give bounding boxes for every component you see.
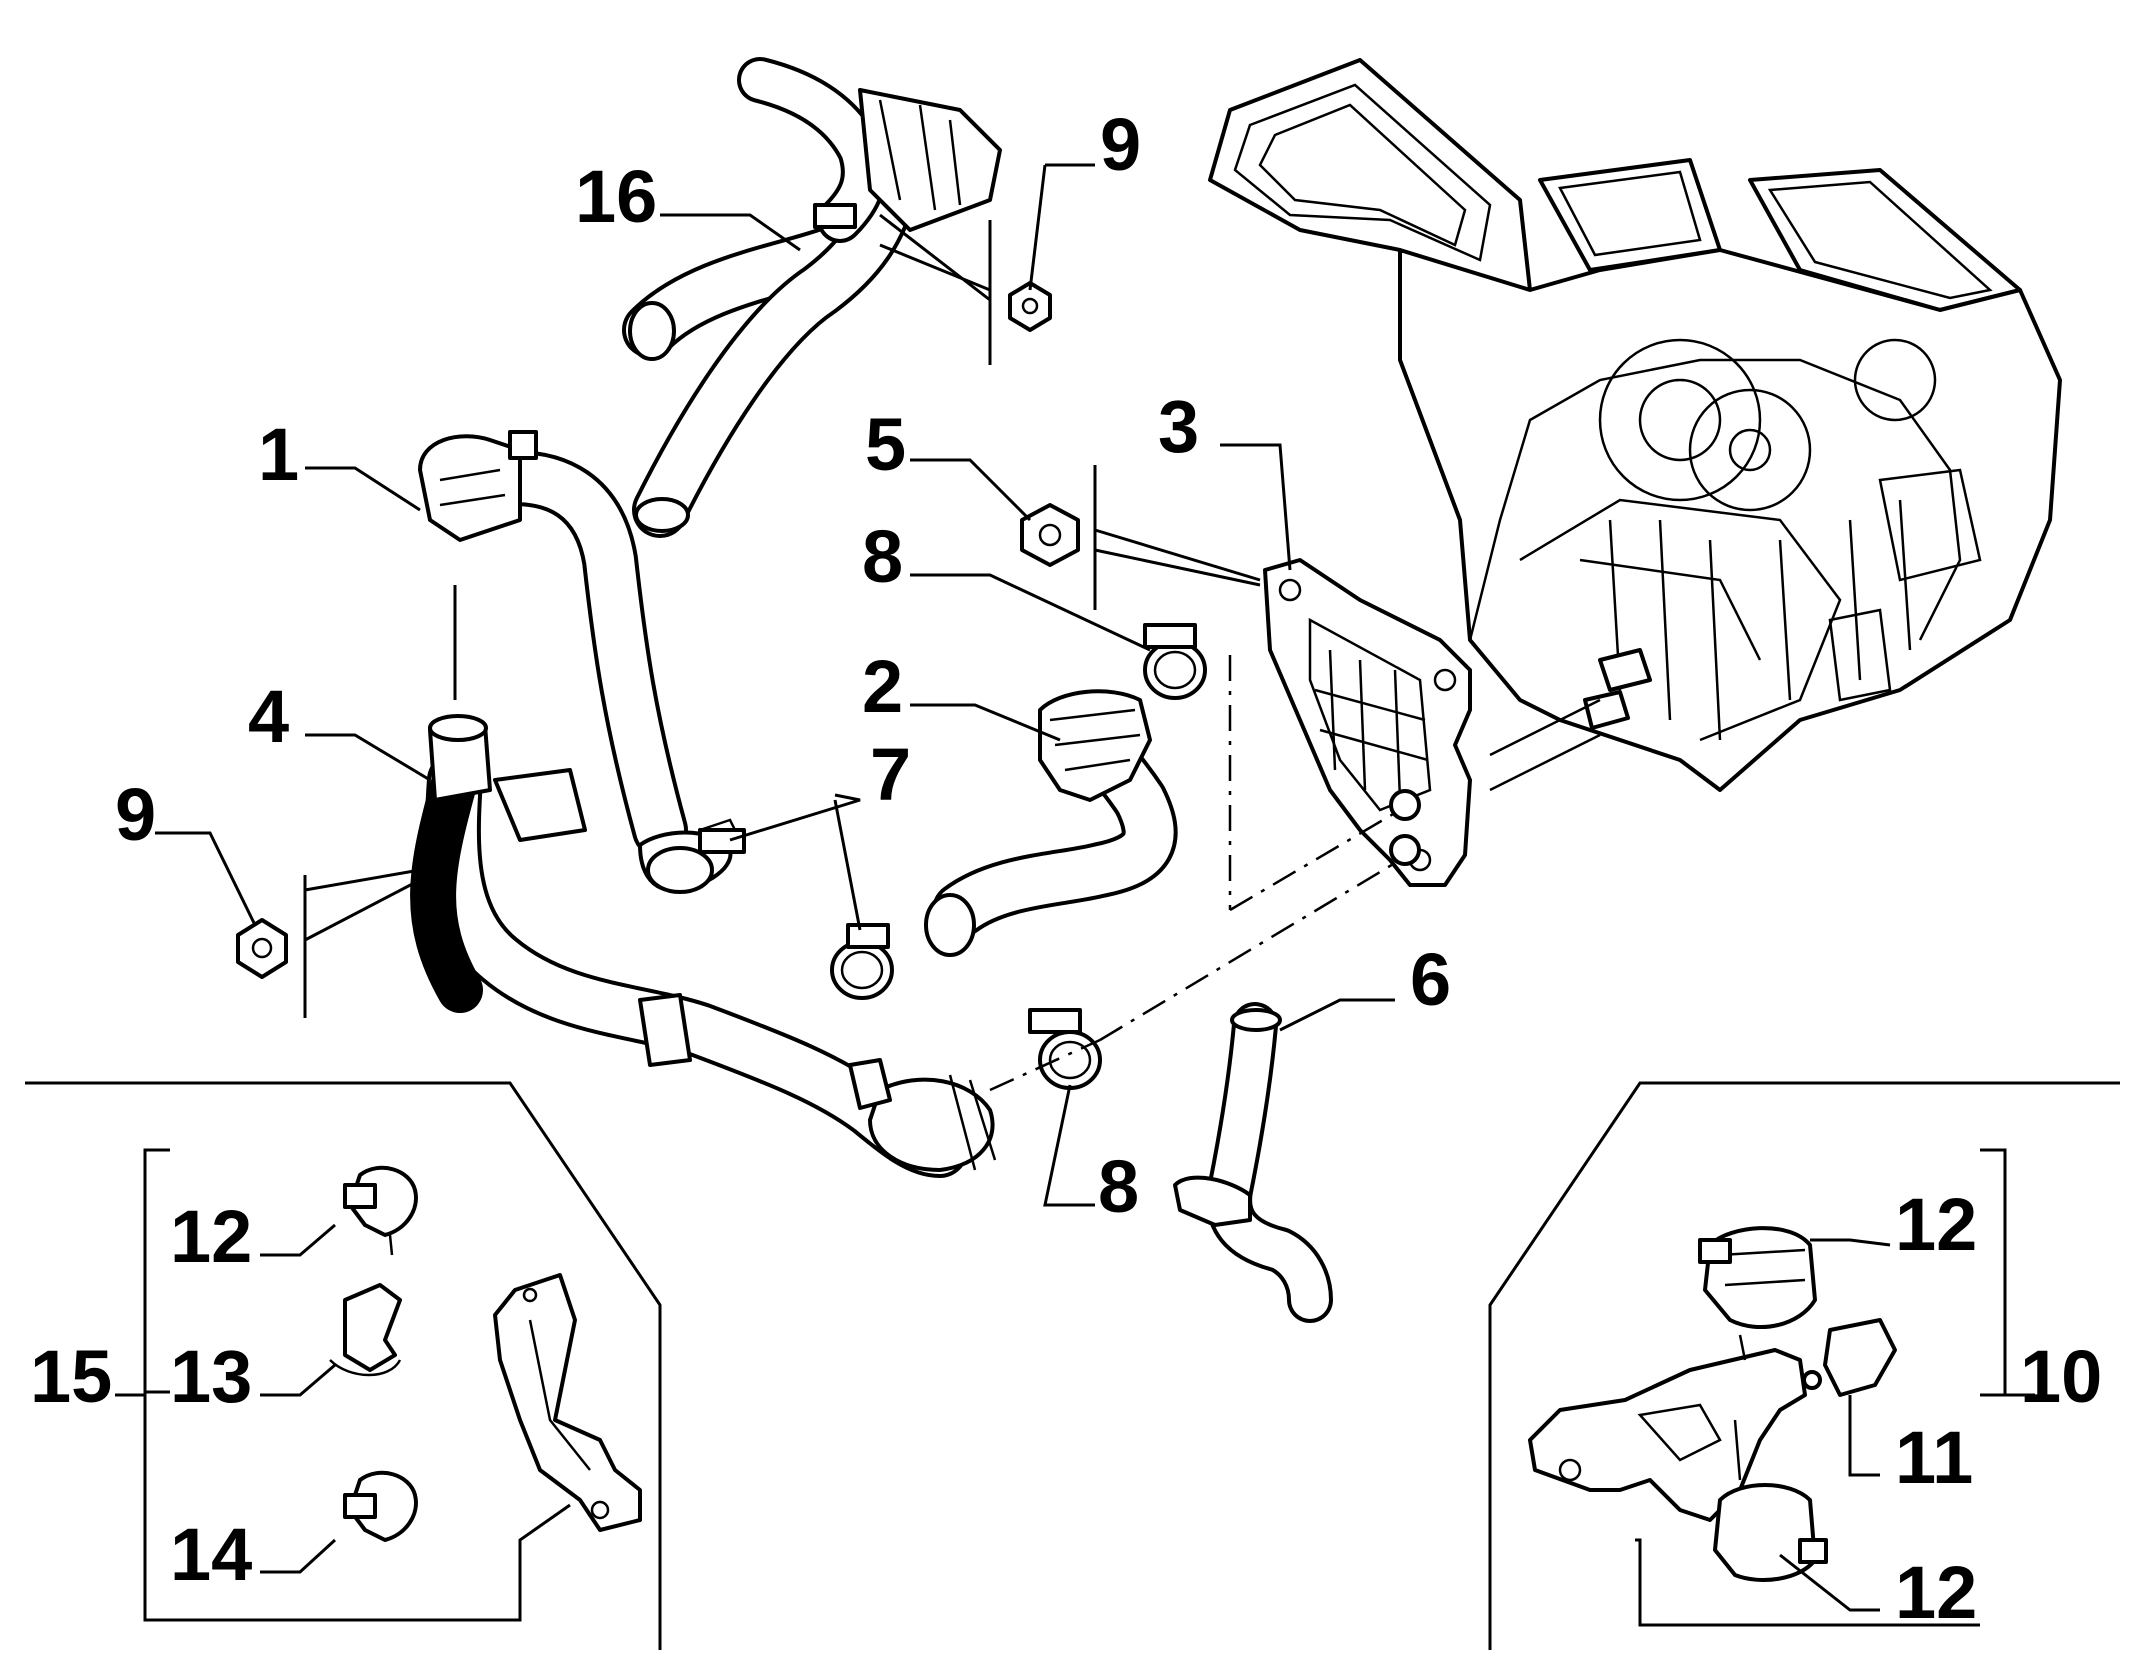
hose-2-drawing [924,689,1178,957]
callout-9-upper: 9 [1100,103,1141,186]
callout-labels: 1 2 3 4 5 6 7 8 8 9 9 10 11 12 12 12 13 … [30,103,2102,1634]
callout-9-lower: 9 [115,773,156,856]
callout-12-left: 12 [170,1195,252,1278]
nuts-drawing [236,281,1080,979]
callout-7: 7 [870,733,911,816]
gasket-plate-drawing [1263,558,1601,887]
kit-15-drawing [25,1081,662,1650]
leader-lines [155,163,1401,1207]
callout-6: 6 [1410,938,1451,1021]
callout-14: 14 [170,1513,252,1596]
callout-3: 3 [1158,385,1199,468]
callout-4: 4 [248,675,289,758]
hvac-unit-drawing [1208,58,2062,792]
callout-12-right-bottom: 12 [1895,1551,1977,1634]
callout-15: 15 [30,1335,112,1418]
callout-2: 2 [862,645,903,728]
hose-4-drawing [410,714,997,1178]
callout-8-lower: 8 [1098,1145,1139,1228]
hose-16-drawing [622,57,1002,538]
callout-10: 10 [2020,1335,2102,1418]
callout-8-upper: 8 [862,515,903,598]
callout-1: 1 [258,413,299,496]
kit-10-drawing [1488,1081,2120,1650]
callout-16: 16 [575,155,657,238]
hose-6-drawing [1173,1002,1333,1323]
callout-12-right-top: 12 [1895,1183,1977,1266]
callout-5: 5 [865,403,906,486]
callout-13: 13 [170,1335,252,1418]
hose-1-drawing [418,430,742,892]
callout-11: 11 [1895,1416,1973,1499]
